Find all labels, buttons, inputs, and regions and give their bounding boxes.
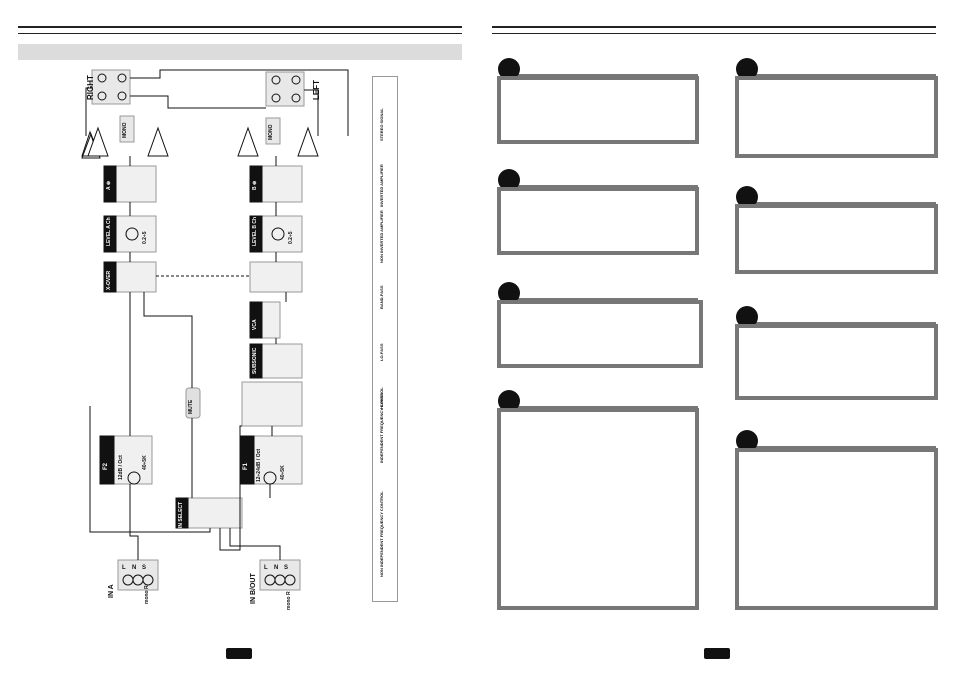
page-tab-left [226, 648, 252, 659]
f2-range: 12dB / Oct [118, 455, 124, 480]
legend-lo-pass: LO-PASS [379, 343, 384, 361]
xover-label: X-OVER [106, 270, 112, 290]
in-a-label: IN A [108, 584, 115, 598]
box-3-line [508, 298, 698, 300]
box-2-marker [498, 169, 520, 191]
legend-band-pass: BAND-PASS [379, 285, 384, 309]
mute-module [185, 387, 201, 419]
in-select-label: IN SELECT [178, 501, 184, 528]
box-1-marker [498, 58, 520, 80]
box-2-line [508, 185, 698, 187]
header-rule-right [492, 26, 936, 34]
section-header-bar [18, 44, 462, 60]
jack-b-l: L [264, 565, 268, 571]
right-label: RIGHT [86, 75, 95, 100]
channel-b-label: B ⊕ [252, 180, 258, 190]
text-box-5 [735, 76, 938, 158]
f1-label: F1 [243, 462, 249, 470]
in-bout-label: IN B/OUT [250, 573, 257, 604]
channel-a-label: A ⊕ [106, 180, 112, 190]
mono-box-right [119, 115, 135, 143]
vca-label: VCA [252, 319, 258, 330]
text-box-8 [735, 448, 938, 610]
text-box-6 [735, 204, 938, 274]
legend-inverted-amp: INVERTED AMPLIFIER [379, 164, 384, 207]
jack-a-l: L [122, 565, 126, 571]
mono-r-label-b: mono R [286, 591, 292, 610]
jack-a-s: S [142, 565, 147, 571]
box-7-line [746, 322, 936, 324]
box-5-line [746, 74, 936, 76]
box-8-line [746, 446, 936, 448]
f2-label: F2 [103, 462, 109, 470]
left-label: LEFT [312, 80, 321, 100]
mono-box-left [265, 117, 281, 145]
legend-independent-freq: INDEPENDENT FREQUENCY CONTROL [379, 387, 384, 463]
box-1-line [508, 74, 698, 76]
amp-left-r-tri [297, 126, 319, 157]
block-diagram [81, 69, 349, 591]
page-tab-right [704, 648, 730, 659]
jack-b-n: N [274, 565, 279, 571]
level-a-value: 0.2÷5 [142, 231, 148, 244]
amp-right-r-tri [147, 126, 169, 157]
mono-label-right: MONO [122, 122, 128, 138]
f1-freq: 40÷5K [280, 465, 286, 480]
box-6-marker [736, 186, 758, 208]
text-box-3 [497, 300, 703, 368]
amp-left-l-tri [237, 126, 259, 157]
mono-label-left: MONO [268, 124, 274, 140]
jack-b-s: S [284, 565, 289, 571]
box-7-marker [736, 306, 758, 328]
level-a-label: LEVEL A Ch [106, 217, 112, 246]
box-6-line [746, 202, 936, 204]
f2-freq: 40÷5K [142, 455, 148, 470]
f1-range: 12÷24dB / Oct [256, 448, 262, 482]
level-b-label: LEVEL B Ch [252, 216, 258, 246]
xover-b-module [249, 261, 303, 293]
box-4-marker [498, 390, 520, 412]
mono-r-label-a: mono R [144, 585, 150, 604]
mute-label: MUTE [188, 399, 194, 414]
subsonic-control-module [241, 381, 303, 427]
level-b-value: 0.2÷5 [288, 231, 294, 244]
legend-non-inverted-amp: NON INVERTED AMPLIFIER [379, 210, 384, 263]
legend-stereo-signal: STEREO SIGNAL [379, 108, 384, 141]
legend-non-independent-freq: NON INDEPENDENT FREQUENCY CONTROL [379, 491, 384, 577]
text-box-2 [497, 187, 699, 255]
amp-right-l-tri [87, 126, 109, 157]
box-5-marker [736, 58, 758, 80]
subsonic-label: SUBSONIC [252, 347, 258, 374]
jack-a-n: N [132, 565, 137, 571]
text-box-7 [735, 324, 938, 400]
box-3-marker [498, 282, 520, 304]
legend: STEREO SIGNAL INVERTED AMPLIFIER NON INV… [372, 76, 398, 602]
text-box-1 [497, 76, 699, 144]
text-box-4 [497, 408, 699, 610]
box-8-marker [736, 430, 758, 452]
header-rule-left [18, 26, 462, 34]
box-4-line [508, 406, 698, 408]
